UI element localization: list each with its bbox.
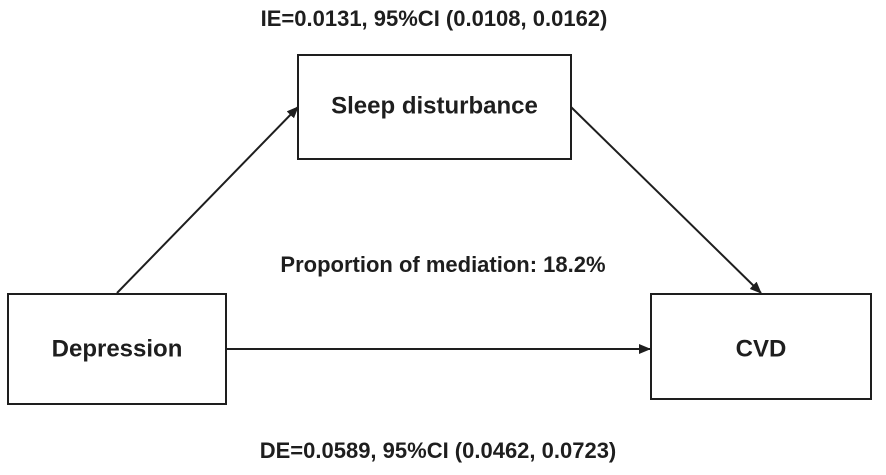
node-cvd: CVD <box>650 293 872 400</box>
arrow-sleep-to-cvd <box>570 106 762 294</box>
direct-effect-label: DE=0.0589, 95%CI (0.0462, 0.0723) <box>260 438 617 463</box>
node-sleep-disturbance: Sleep disturbance <box>297 54 572 160</box>
node-depression-label: Depression <box>52 335 183 362</box>
node-depression: Depression <box>7 293 227 405</box>
indirect-effect-label: IE=0.0131, 95%CI (0.0108, 0.0162) <box>261 6 608 31</box>
node-cvd-label: CVD <box>736 335 787 362</box>
node-sleep-disturbance-label: Sleep disturbance <box>331 92 538 119</box>
arrow-depression-to-sleep <box>116 106 299 294</box>
proportion-mediation-label: Proportion of mediation: 18.2% <box>280 252 605 277</box>
